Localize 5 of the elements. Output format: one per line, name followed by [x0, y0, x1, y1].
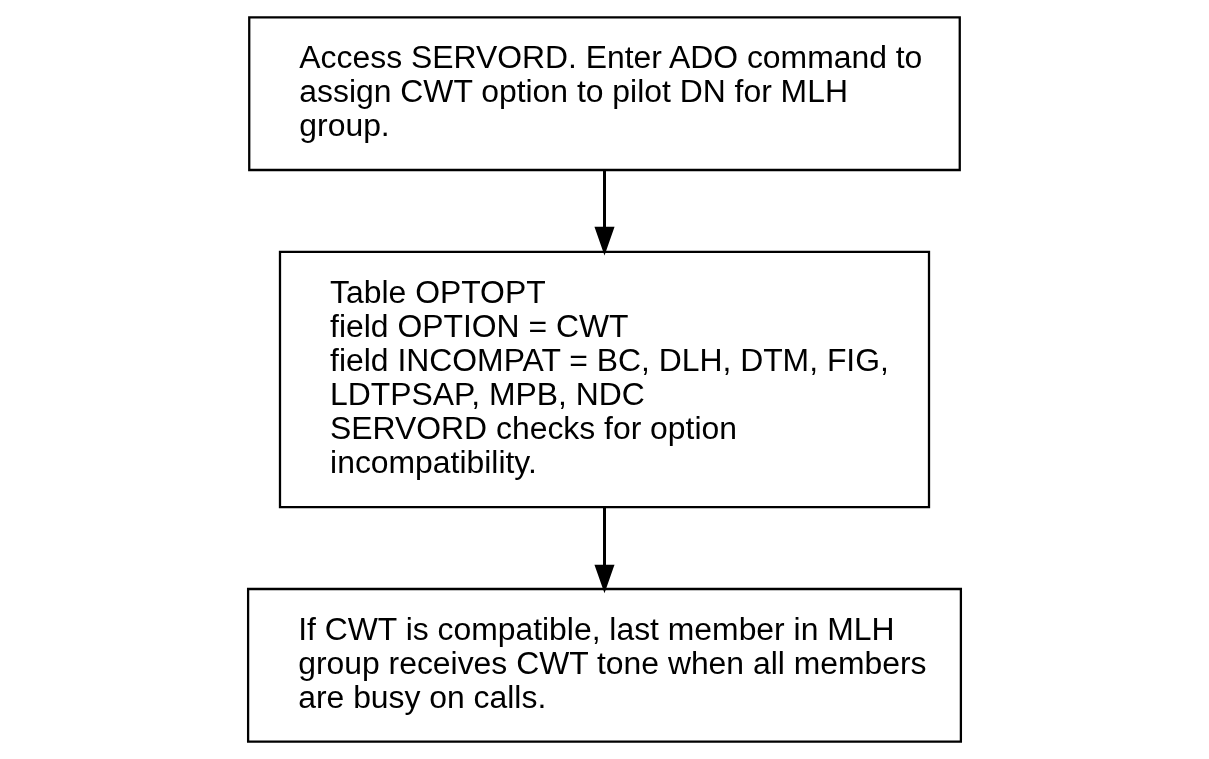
arrow: [594, 170, 615, 256]
arrow: [594, 507, 615, 594]
node-box: Access SERVORD. Enter ADO command to assign CWT option to pilot DN for MLH group.: [248, 16, 961, 172]
node-box: Table OPTOPT field OPTION = CWT field INCOMPAT = BC, DLH, DTM, FIG, LDTPSAP, MPB, NDC SERVORD checks for option incompatibility.: [278, 250, 931, 509]
node-box: If CWT is compatible, last member in MLH group receives CWT tone when all members are busy on calls.: [246, 587, 963, 743]
